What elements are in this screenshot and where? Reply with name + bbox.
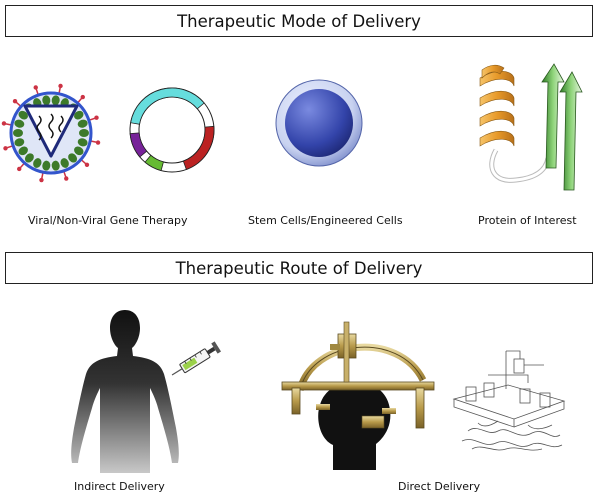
stem-cell-icon bbox=[275, 79, 363, 167]
stereotactic-frame-icon bbox=[281, 321, 435, 470]
gene-therapy-label: Viral/Non-Viral Gene Therapy bbox=[28, 214, 188, 227]
route-of-delivery-header: Therapeutic Route of Delivery bbox=[5, 252, 593, 284]
mode-of-delivery-header: Therapeutic Mode of Delivery bbox=[5, 5, 593, 37]
protein-label: Protein of Interest bbox=[478, 214, 577, 227]
plasmid-icon bbox=[129, 87, 215, 173]
protein-structure-icon bbox=[479, 63, 583, 191]
direct-delivery-label: Direct Delivery bbox=[398, 480, 481, 493]
route-of-delivery-title: Therapeutic Route of Delivery bbox=[175, 258, 423, 278]
indirect-delivery-label: Indirect Delivery bbox=[74, 480, 165, 493]
syringe-icon bbox=[171, 341, 222, 376]
stem-cells-label: Stem Cells/Engineered Cells bbox=[248, 214, 403, 227]
human-silhouette-icon bbox=[71, 310, 179, 473]
stereotactic-sketch-icon bbox=[452, 350, 566, 451]
mode-of-delivery-title: Therapeutic Mode of Delivery bbox=[177, 11, 421, 31]
virus-icon bbox=[1, 83, 101, 183]
